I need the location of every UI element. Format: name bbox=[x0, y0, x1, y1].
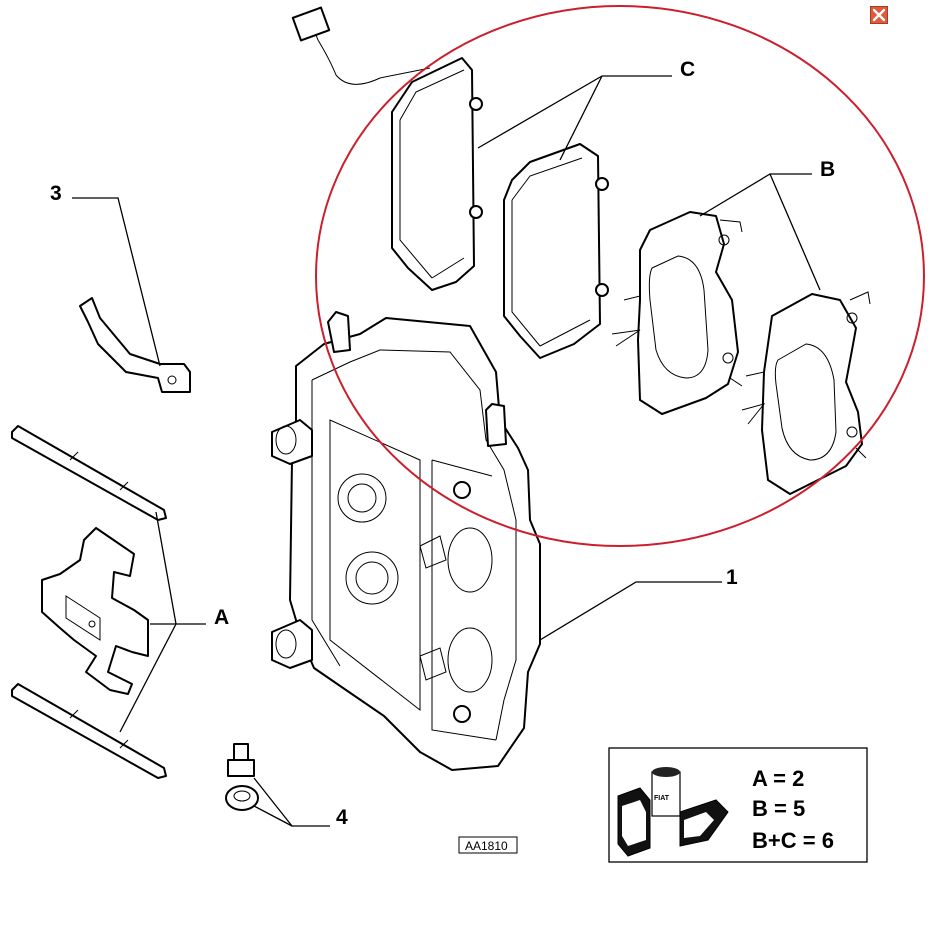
callout-b: B bbox=[820, 158, 835, 181]
callout-4: 4 bbox=[336, 806, 348, 829]
anti-noise-shim-1 bbox=[611, 211, 743, 415]
pad-retainer-spring bbox=[41, 527, 149, 695]
guide-pin-upper bbox=[11, 425, 167, 521]
brake-pad-with-sensor bbox=[291, 6, 483, 291]
close-button[interactable] bbox=[870, 6, 888, 24]
legend-line-a: A = 2 bbox=[752, 766, 804, 791]
legend-line-bc: B+C = 6 bbox=[752, 828, 834, 853]
fiat-kit-icon: FIAT bbox=[617, 767, 729, 857]
anti-noise-shim-2 bbox=[741, 291, 871, 495]
highlight-ellipse bbox=[315, 5, 925, 547]
brake-pad-inner bbox=[503, 143, 609, 359]
callout-c: C bbox=[680, 58, 695, 81]
bleed-screw-and-cap bbox=[225, 743, 259, 811]
diagram-code-text: AA1810 bbox=[465, 839, 508, 853]
quantity-legend: FIAT A = 2 B = 5 B+C = 6 bbox=[608, 747, 868, 863]
callout-3: 3 bbox=[50, 182, 62, 205]
callout-a: A bbox=[214, 606, 229, 629]
guide-pin-lower bbox=[11, 683, 167, 779]
pad-spring-clip bbox=[79, 297, 191, 393]
brake-caliper bbox=[271, 311, 541, 771]
diagram-code: AA1810 bbox=[458, 836, 518, 854]
close-icon bbox=[870, 6, 888, 24]
leader-lines bbox=[72, 75, 821, 827]
legend-line-b: B = 5 bbox=[752, 796, 805, 821]
callout-1: 1 bbox=[726, 566, 738, 589]
fiat-logo-text: FIAT bbox=[654, 795, 670, 802]
